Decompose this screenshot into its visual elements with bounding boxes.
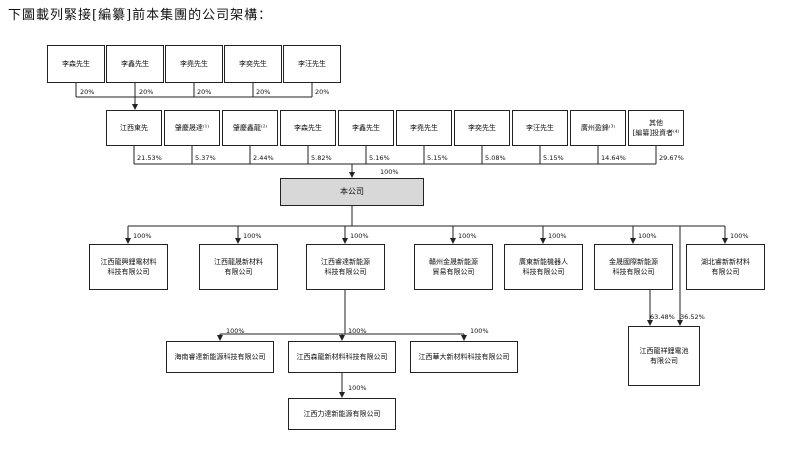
founder-pct: 20% <box>256 88 271 96</box>
shareholder-box: 李森先生 <box>280 110 336 146</box>
grandchild-pct: 100% <box>348 327 367 335</box>
shareholder-pct: 5.08% <box>485 154 506 162</box>
subsidiary-box: 贛州金晟新能源 貿易有限公司 <box>414 244 493 290</box>
great-grandchild-pct: 100% <box>348 384 367 392</box>
founder-box: 李奕先生 <box>224 45 282 83</box>
founder-box: 李森先生 <box>47 45 105 83</box>
subsidiary-pct: 100% <box>548 232 567 240</box>
grandchild-box: 海南睿達新能源科技有限公司 <box>166 341 274 373</box>
subsidiary-pct: 100% <box>133 232 152 240</box>
shareholder-pct: 14.64% <box>601 154 626 162</box>
subsidiary-box: 金晟國際新能源 科技有限公司 <box>594 244 673 290</box>
subsidiary-pct: 100% <box>243 232 262 240</box>
great-grandchild-box: 江西力達新能源有限公司 <box>288 398 396 430</box>
founder-pct: 20% <box>80 88 95 96</box>
subsidiary-pct: 100% <box>638 232 657 240</box>
grandchild-pct: 100% <box>226 327 245 335</box>
shareholder-box: 廣州盈鋒⁽³⁾ <box>570 110 626 146</box>
subsidiary-box: 江西龍晟新材料 有限公司 <box>199 244 278 290</box>
shareholder-box: 李鑫先生 <box>338 110 394 146</box>
shareholder-pct: 2.44% <box>253 154 274 162</box>
shareholder-pct: 29.67% <box>659 154 684 162</box>
founder-pct: 20% <box>197 88 212 96</box>
grandchild-pct: 100% <box>470 327 489 335</box>
shareholder-box: 李奕先生 <box>454 110 510 146</box>
shareholder-pct: 5.15% <box>427 154 448 162</box>
shareholder-box: 肇慶鑫龍⁽²⁾ <box>222 110 278 146</box>
jv-box: 江西龍祥鋰電池 有限公司 <box>628 326 700 386</box>
subsidiary-box: 江西龍興鋰電材料 科技有限公司 <box>89 244 168 290</box>
shareholder-box: 李堯先生 <box>396 110 452 146</box>
founder-box: 李汪先生 <box>283 45 341 83</box>
grandchild-box: 江西華大新材料科技有限公司 <box>410 341 518 373</box>
subsidiary-pct: 100% <box>730 232 749 240</box>
shareholder-box: 其他 [編纂]投資者⁽⁴⁾ <box>628 110 684 146</box>
shareholder-box: 肇慶晟達⁽¹⁾ <box>164 110 220 146</box>
founder-pct: 20% <box>315 88 330 96</box>
grandchild-box: 江西森龍新材料科技有限公司 <box>288 341 396 373</box>
shareholder-pct: 21.53% <box>137 154 162 162</box>
founder-box: 李堯先生 <box>165 45 223 83</box>
subsidiary-pct: 100% <box>458 232 477 240</box>
total-pct: 100% <box>380 168 399 176</box>
jv-pct: 63.48% <box>650 313 675 321</box>
shareholder-box: 李汪先生 <box>512 110 568 146</box>
founder-box: 李鑫先生 <box>106 45 164 83</box>
company-box: 本公司 <box>280 178 424 206</box>
subsidiary-box: 廣東新能機器人 科技有限公司 <box>504 244 583 290</box>
subsidiary-pct: 100% <box>350 232 369 240</box>
subsidiary-box: 江西睿達新能源 科技有限公司 <box>306 244 385 290</box>
shareholder-pct: 5.16% <box>369 154 390 162</box>
shareholder-box: 江西東先 <box>106 110 162 146</box>
jv-pct: 36.52% <box>680 313 705 321</box>
page-heading: 下圖載列緊接[編纂]前本集團的公司架構： <box>8 8 273 23</box>
shareholder-pct: 5.37% <box>195 154 216 162</box>
subsidiary-box: 湖北睿新新材料 有限公司 <box>686 244 765 290</box>
founder-pct: 20% <box>139 88 154 96</box>
shareholder-pct: 5.82% <box>311 154 332 162</box>
shareholder-pct: 5.15% <box>543 154 564 162</box>
